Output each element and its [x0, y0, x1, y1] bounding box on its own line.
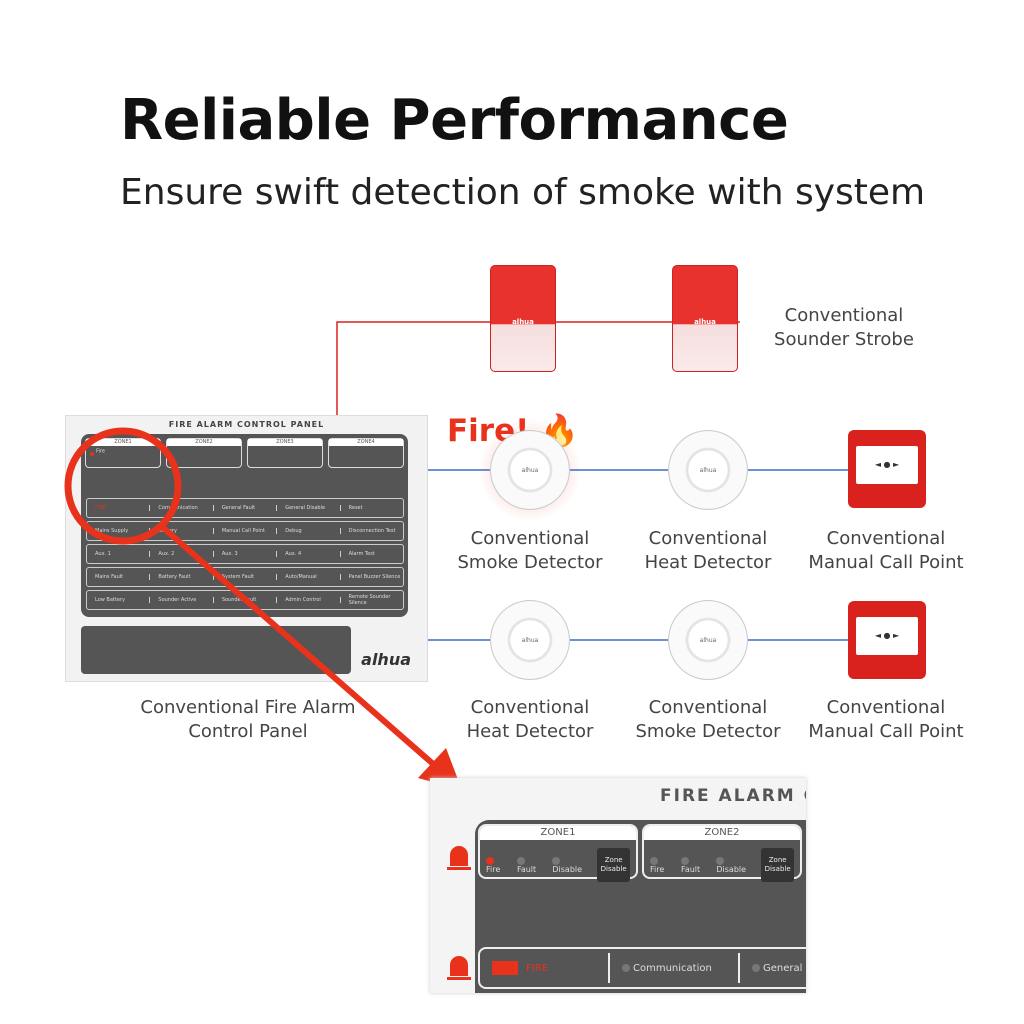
- indicator-label: Sounder Active: [150, 597, 214, 603]
- zone-disable-button[interactable]: Zone Disable: [761, 848, 794, 882]
- indicator-label: Disconnection Test: [348, 528, 396, 534]
- smoke-detector-alarm: alhua: [490, 430, 570, 510]
- brand-logo: alhua: [361, 650, 411, 669]
- indicator-label: Mains Fault: [87, 574, 151, 580]
- indicator-label: Auto/Manual: [277, 574, 341, 580]
- manual-call-point-2: ◄ ● ►: [848, 601, 926, 679]
- indicator-label: Admin Control: [277, 597, 341, 603]
- page-title: Reliable Performance: [120, 88, 789, 153]
- zoom-title: FIRE ALARM CO: [660, 786, 806, 806]
- zoomed-panel: FIRE ALARM CO ZONE1 FireFaultDisableZone…: [430, 778, 806, 993]
- indicator-label: Aux. 1: [87, 551, 151, 557]
- indicator-label: Low Battery: [87, 597, 151, 603]
- indicator-label: Debug: [277, 528, 341, 534]
- heat-detector-2: alhua: [490, 600, 570, 680]
- indicator-label: Battery Fault: [150, 574, 214, 580]
- sounder-strobe-1: alhua: [490, 265, 556, 372]
- indicator-label: Communication: [150, 505, 214, 511]
- indicator-label: Aux. 2: [150, 551, 214, 557]
- zone-disable-button[interactable]: Zone Disable: [597, 848, 630, 882]
- panel-title: FIRE ALARM CONTROL PANEL: [168, 420, 325, 429]
- indicator-label: Sounder Fault: [214, 597, 278, 603]
- indicator-label: Remote Sounder Silence: [348, 594, 391, 606]
- siren-icon: [447, 956, 471, 980]
- zone-box: ZONE4: [328, 438, 404, 468]
- indicator-label: Manual Call Point: [214, 528, 278, 534]
- indicator-row: FIRE Communication General Fa: [478, 947, 806, 989]
- heat-detector: alhua: [668, 430, 748, 510]
- indicator-label: Alarm Test: [348, 551, 375, 557]
- siren-icon: [447, 846, 471, 870]
- manual-call-point: ◄ ● ►: [848, 430, 926, 508]
- page-subtitle: Ensure swift detection of smoke with sys…: [120, 172, 926, 213]
- indicator-label: System Fault: [214, 574, 278, 580]
- indicator-label: Reset: [348, 505, 363, 511]
- indicator-label: Aux. 3: [214, 551, 278, 557]
- indicator-label: Panel Buzzer Silence: [348, 574, 401, 580]
- sounder-strobe-2: alhua: [672, 265, 738, 372]
- indicator-label: General Fault: [214, 505, 278, 511]
- highlight-circle: [64, 427, 182, 545]
- zone-box: ZONE3: [247, 438, 323, 468]
- indicator-label: FIRE: [87, 505, 151, 511]
- smoke-detector-2: alhua: [668, 600, 748, 680]
- indicator-label: Aux. 4: [277, 551, 341, 557]
- red-wire: [336, 321, 740, 415]
- zoom-arrow: [158, 522, 442, 773]
- indicator-label: General Disable: [277, 505, 341, 511]
